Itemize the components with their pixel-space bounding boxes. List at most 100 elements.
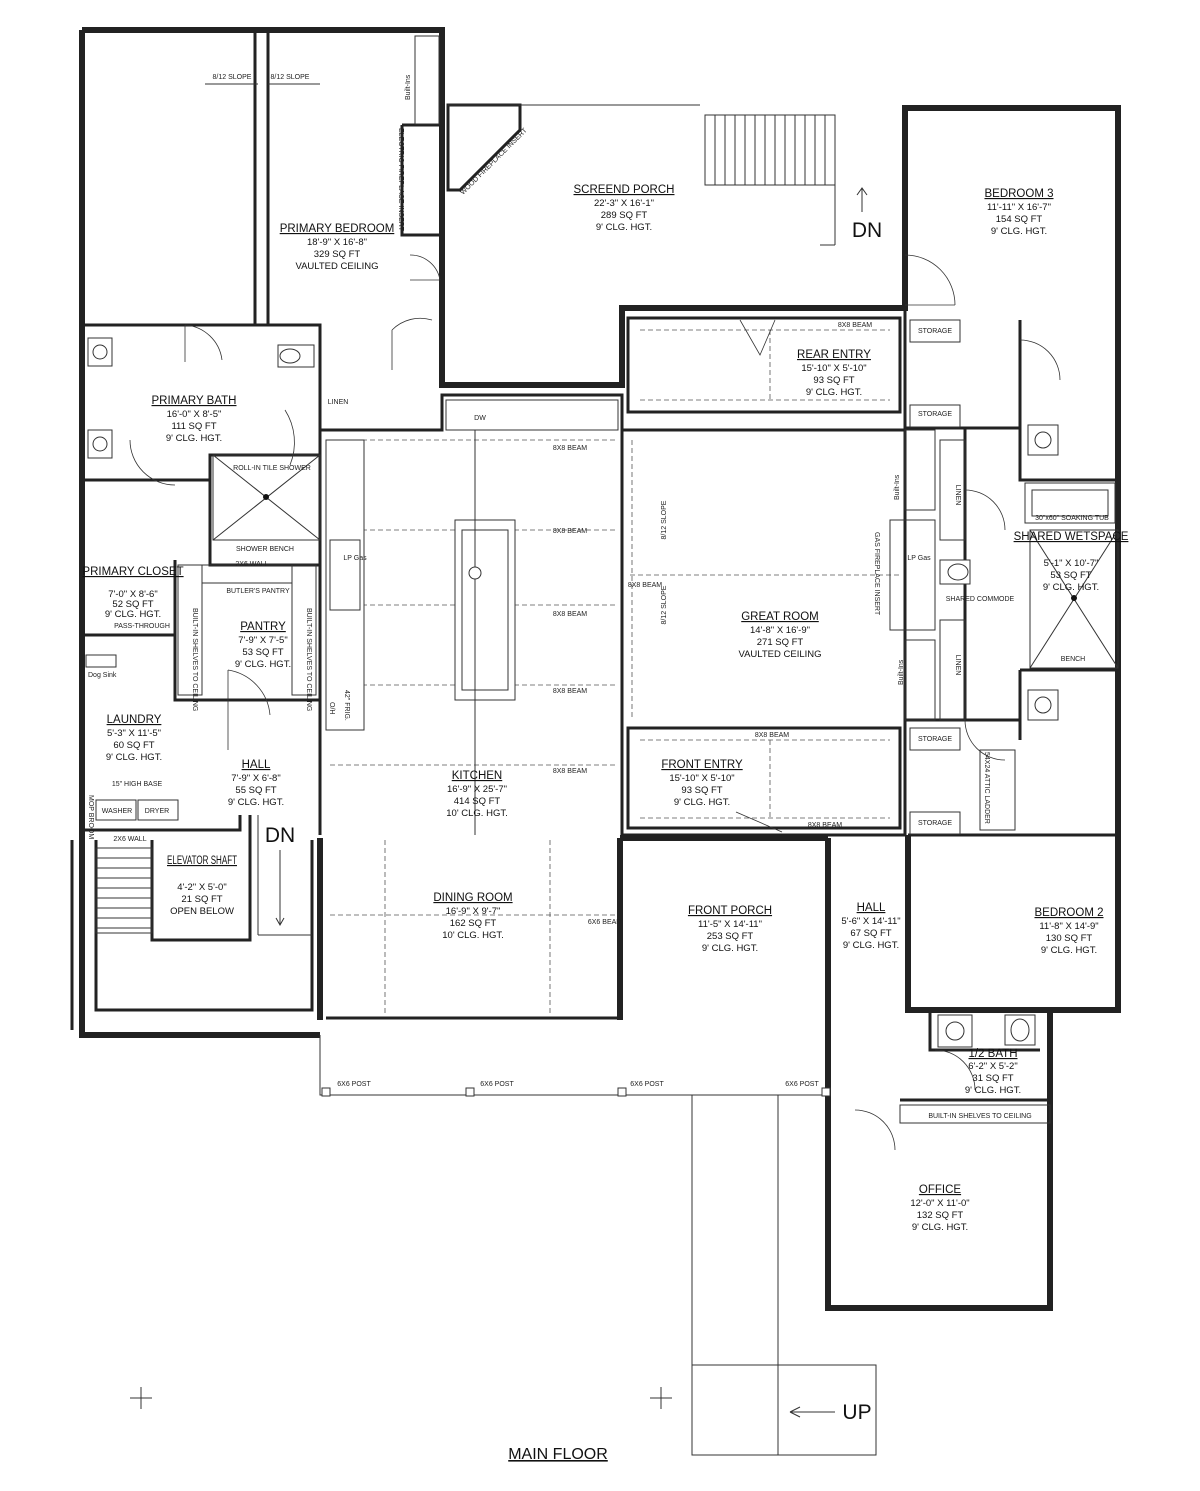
porch-stair-down-label: DN [852,219,882,242]
storage-note-3: STORAGE [918,736,952,743]
room-ceiling: 9' CLG. HGT. [235,659,291,670]
slope-note-right: 8/12 SLOPE [271,74,310,81]
room-area: 289 SQ FT [601,210,648,221]
front-walk [319,1035,877,1456]
room-name: GREAT ROOM [741,611,819,623]
room-dims: 7'-0" X 8'-6" [108,589,157,600]
room-area: 55 SQ FT [235,785,276,796]
doors [129,254,1061,1151]
room-dims: 12'-0" X 11'-0" [910,1198,969,1209]
room-labels: PRIMARY BEDROOM 18'-9" X 16'-8" 329 SQ F… [82,184,1128,1233]
room-ceiling: 9' CLG. HGT. [843,940,899,951]
room-elevator-shaft: ELEVATOR SHAFT 4'-2" X 5'-0" 21 SQ FT OP… [167,855,237,917]
room-area: 93 SQ FT [681,785,722,796]
room-area: 53 SQ FT [242,647,283,658]
room-dims: 16'-9" X 25'-7" [447,784,507,795]
plan-notes: 8/12 SLOPE 8/12 SLOPE Built-Ins ELECTRIC… [87,74,1109,1120]
room-dims: 11'-11" X 16'-7" [987,202,1051,213]
room-area: 93 SQ FT [813,375,854,386]
storage-note-4: STORAGE [918,820,952,827]
pantry-shelves-note-left: BUILT-IN SHELVES TO CEILING [191,608,198,711]
room-name: PRIMARY BEDROOM [280,223,395,235]
beam-note-kitchen-2: 8X8 BEAM [553,528,587,535]
room-dims: 16'-9" X 9'-7" [446,906,501,917]
dishwasher-note: DW [474,415,486,422]
slope-note-left: 8/12 SLOPE [213,74,252,81]
fridge-note: 42" FRIG. [343,690,350,721]
beam-note-front-entry-south: 8X8 BEAM [808,822,842,829]
room-dims: 4'-2" X 5'-0" [177,882,226,893]
room-dims: 5'-6" X 14'-11" [841,916,900,927]
room-bedroom-3: BEDROOM 3 11'-11" X 16'-7" 154 SQ FT 9' … [984,188,1053,237]
room-kitchen: KITCHEN 16'-9" X 25'-7" 414 SQ FT 10' CL… [446,770,507,819]
room-ceiling: 9' CLG. HGT. [596,222,652,233]
room-ceiling: VAULTED CEILING [295,261,378,272]
room-dims: 11'-5" X 14'-11" [698,919,762,930]
room-dims: 16'-0" X 8'-5" [167,409,222,420]
room-area: 60 SQ FT [113,740,154,751]
room-ceiling: 10' CLG. HGT. [446,808,507,819]
room-office: OFFICE 12'-0" X 11'-0" 132 SQ FT 9' CLG.… [910,1184,969,1233]
room-name: HALL [242,759,271,771]
interior-walls [82,30,1118,1102]
registration-marks [130,1387,672,1409]
room-name: BEDROOM 3 [984,188,1053,200]
porch-stairs [448,104,868,246]
room-dims: 5'-1" X 10'-7" [1044,558,1099,569]
room-rear-entry: REAR ENTRY 15'-10" X 5'-10" 93 SQ FT 9' … [797,349,871,398]
lp-gas-note-fireplace: LP Gas [907,555,931,562]
room-primary-bath: PRIMARY BATH 16'-0" X 8'-5" 111 SQ FT 9'… [152,395,237,444]
room-primary-closet: PRIMARY CLOSET 7'-0" X 8'-6" 52 SQ FT 9'… [82,566,183,620]
room-name: HALL [857,902,886,914]
room-ceiling: 9' CLG. HGT. [228,797,284,808]
kitchen-counters [325,399,619,835]
room-name-text: PRIMARY CLOSET [82,566,183,578]
dryer-note: DRYER [145,808,169,815]
room-pantry: PANTRY 7'-9" X 7'-5" 53 SQ FT 9' CLG. HG… [235,621,291,670]
room-name: BEDROOM 2 [1034,907,1103,919]
room-name: PANTRY [240,621,286,633]
dog-sink-note: Dog Sink [88,672,117,679]
room-dims: 6'-2" X 5'-2" [968,1061,1017,1072]
room-area: 21 SQ FT [181,894,222,905]
room-name: SCREEND PORCH [574,184,675,196]
beam-note-kitchen-5: 8X8 BEAM [553,768,587,775]
room-ceiling: 9' CLG. HGT. [106,752,162,763]
room-area: 271 SQ FT [757,637,804,648]
pantry-shelves-note-right: BUILT-IN SHELVES TO CEILING [305,608,312,711]
room-hall-east: HALL 5'-6" X 14'-11" 67 SQ FT 9' CLG. HG… [841,902,900,951]
room-hall-west: HALL 7'-9" X 6'-8" 55 SQ FT 9' CLG. HGT. [228,759,284,808]
stair-labels: DN DN UP [265,219,882,1424]
room-name: ELEVATOR SHAFT [167,855,237,867]
built-ins-note-south: Built-Ins [898,659,905,685]
room-front-porch: FRONT PORCH 11'-5" X 14'-11" 253 SQ FT 9… [688,905,772,954]
room-ceiling: 9' CLG. HGT. [166,433,222,444]
room-ceiling: 9' CLG. HGT. [991,226,1047,237]
main-stair [95,815,312,936]
room-area: 111 SQ FT [171,421,216,432]
mop-broom-note: MOP BROOM [87,795,94,839]
room-great-room: GREAT ROOM 14'-8" X 16'-9" 271 SQ FT VAU… [738,611,821,660]
wall-note-north: 2X6 WALL [235,561,268,568]
room-dims: 14'-8" X 16'-9" [750,625,810,636]
room-dims: 7'-9" X 6'-8" [231,773,280,784]
office-shelves-note: BUILT-IN SHELVES TO CEILING [928,1113,1031,1120]
storage-note-1: STORAGE [918,328,952,335]
room-area: 162 SQ FT [450,918,497,929]
built-ins-note-north: Built-Ins [894,474,901,500]
room-ceiling: 9' CLG. HGT. [806,387,862,398]
beams [330,329,900,1015]
room-area: 52 SQ FT [112,599,153,610]
beam-note-kitchen-4: 8X8 BEAM [553,688,587,695]
shared-commode-note: SHARED COMMODE [946,596,1015,603]
overhead-note: O/H [328,702,335,714]
room-ceiling: VAULTED CEILING [738,649,821,660]
electric-fireplace-note: ELECTRIC FIREPLACE INSERT [397,128,404,232]
room-dims: 11'-8" X 14'-9" [1039,921,1098,932]
storage-note-2: STORAGE [918,411,952,418]
soaking-tub-note: 30"x60" SOAKING TUB [1035,515,1109,522]
room-ceiling: OPEN BELOW [170,906,234,917]
linen-note-north: LINEN [954,485,961,506]
room-area: 130 SQ FT [1046,933,1093,944]
